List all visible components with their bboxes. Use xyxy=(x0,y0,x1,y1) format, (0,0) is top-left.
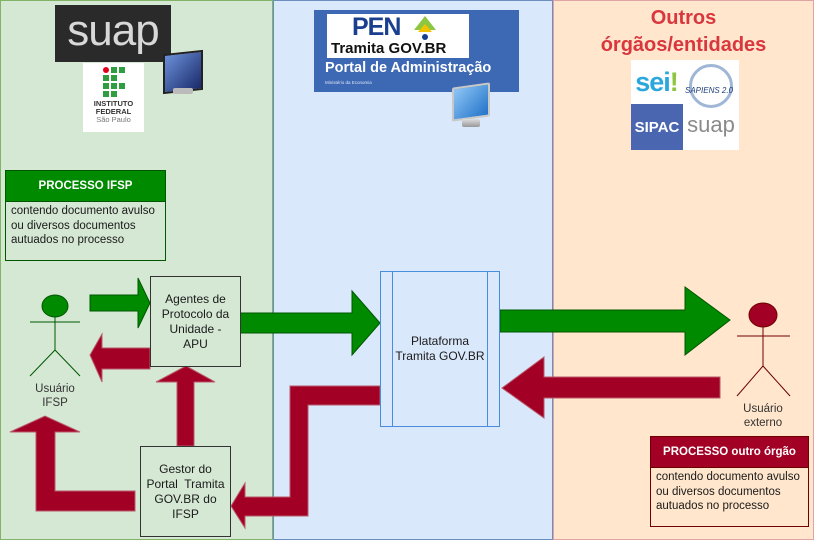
actor-usuario-externo-icon xyxy=(736,302,791,397)
arrow-gestor-to-usuario xyxy=(9,415,136,512)
arrow-usuario-to-apu xyxy=(89,277,151,329)
suap-logo: suap xyxy=(55,5,171,62)
process-outro-header: PROCESSO outro órgão xyxy=(651,437,808,468)
process-outro-card: PROCESSO outro órgão contendo documento … xyxy=(650,436,809,527)
lane-outros-title: Outros órgãos/entidades xyxy=(600,7,767,56)
arrow-gestor-to-apu xyxy=(155,365,216,447)
arrow-plataforma-to-gestor xyxy=(230,385,381,530)
suap-small-logo: suap xyxy=(683,112,739,150)
process-outro-body: contendo documento avulso ou diversos do… xyxy=(656,471,800,512)
node-plataforma[interactable]: Plataforma Tramita GOV.BR xyxy=(380,271,500,427)
actor-usuario-ifsp-label: Usuário IFSP xyxy=(35,383,75,409)
node-apu[interactable]: Agentes de Protocolo da Unidade - APU xyxy=(150,276,241,367)
process-ifsp-body: contendo documento avulso ou diversos do… xyxy=(11,205,155,246)
arrow-plataforma-to-externo xyxy=(499,286,731,357)
arrow-externo-to-plataforma xyxy=(501,356,721,419)
sei-logo: sei! xyxy=(631,60,683,104)
sipac-logo: SIPAC xyxy=(631,104,683,150)
actor-usuario-externo-label: Usuário externo xyxy=(743,403,783,429)
monitor-icon xyxy=(450,82,490,131)
instituto-federal-logo: INSTITUTO FEDERAL São Paulo xyxy=(83,63,144,132)
arrow-apu-to-usuario xyxy=(89,332,151,383)
sapiens-logo: SAPIENS 2.0 xyxy=(683,60,739,112)
arrow-apu-to-plataforma xyxy=(239,289,381,357)
process-ifsp-card: PROCESSO IFSP contendo documento avulso … xyxy=(5,170,166,261)
actor-usuario-ifsp-icon xyxy=(29,294,81,377)
node-gestor[interactable]: Gestor do Portal Tramita GOV.BR do IFSP xyxy=(140,446,231,537)
process-ifsp-header: PROCESSO IFSP xyxy=(6,171,165,202)
portal-administracao-logo: PEN Tramita GOV.BR Portal de Administraç… xyxy=(314,10,519,92)
monitor-icon xyxy=(163,49,203,96)
